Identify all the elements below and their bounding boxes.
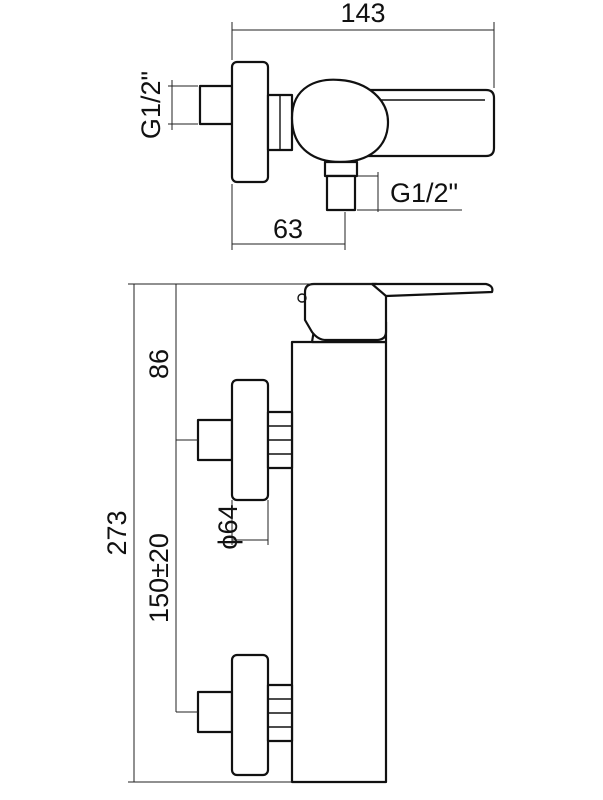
top-lever-arm: [360, 88, 496, 158]
side-upper-rosette: [230, 378, 270, 502]
top-mixer-body: [290, 78, 390, 164]
side-lever-body: [303, 282, 388, 342]
side-lower-rosette: [230, 653, 270, 777]
side-lower-connector: [196, 690, 234, 734]
top-view-dimensions: [168, 22, 495, 250]
dim-label-150: 150±20: [144, 533, 174, 623]
side-upper-connector: [196, 418, 234, 462]
side-view: [196, 282, 494, 784]
side-main-body: [290, 340, 388, 784]
side-lever-pivot: [297, 293, 307, 303]
top-outlet-stub: [323, 160, 359, 178]
top-rosette: [230, 60, 270, 184]
dim-label-outlet-thread: G1/2": [390, 178, 458, 208]
top-outlet-connector: [325, 174, 357, 212]
dim-label-86: 86: [144, 349, 174, 379]
top-view: [198, 60, 496, 212]
dim-label-143: 143: [340, 0, 385, 28]
dim-label-inlet-thread: G1/2": [136, 71, 166, 139]
dim-label-273: 273: [102, 510, 132, 555]
dim-label-63: 63: [273, 214, 303, 244]
top-inlet-connector: [198, 84, 234, 126]
dim-label-phi64: ϕ64: [213, 504, 243, 549]
side-lever-blade: [370, 282, 494, 298]
side-view-dimensions: [128, 283, 372, 783]
